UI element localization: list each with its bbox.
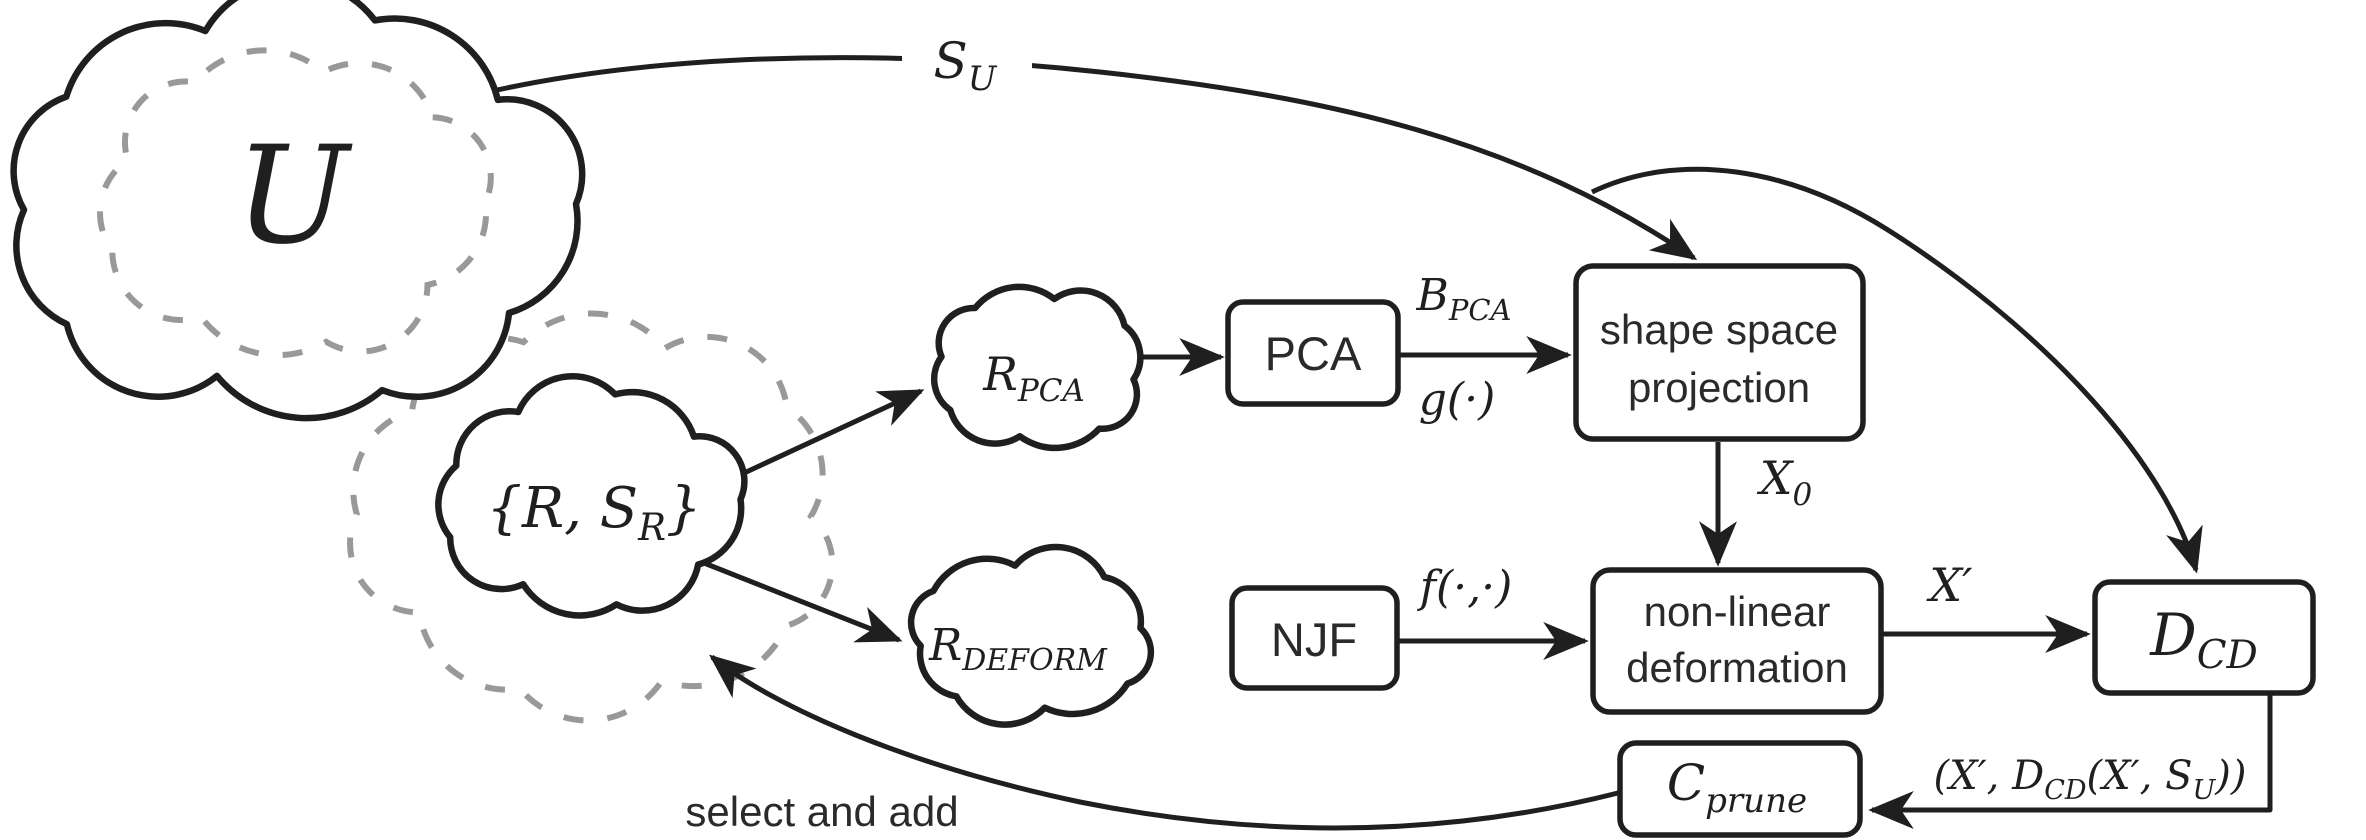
pca-box [1225,299,1401,407]
r-deform-cloud [907,543,1155,728]
universe-cloud [10,0,586,422]
arrow-retrieved-to-rdeform [703,560,903,643]
pca-label: PCA [1265,327,1362,380]
shape-space-projection-label-line1: shape space [1600,306,1838,353]
retrieved-set-cloud [435,373,748,619]
nonlinear-deformation-box [1590,567,1884,715]
su-label: SU [934,32,998,99]
arrow-cprune-to-retrieved [709,654,1619,831]
arrow-dcd-to-cprune [1868,694,2273,829]
g-label: g(·) [1419,374,1495,425]
njf-label: NJF [1271,613,1357,666]
xprime-label: X′ [1926,558,1973,612]
cprune-box [1617,740,1863,838]
select-and-add-label: select and add [685,788,958,835]
r-pca-cloud [930,283,1144,452]
universe-inner-dashed-cloud [97,47,494,359]
arrow-su-to-dcd [1590,166,2203,574]
bpca-label: BPCA [1416,270,1512,327]
x0-label: X0 [1757,451,1812,513]
dcd-label: DCD [2149,601,2258,678]
nonlinear-deformation-label-line1: non-linear [1644,588,1831,635]
tuple-label: (X′, DCD(X′, SU)) [1934,753,2247,806]
universe-label: U [235,117,353,274]
f-label: f(·,·) [1417,562,1513,613]
retrieved-set-label: {R, SR} [486,476,701,549]
njf-box [1229,585,1400,691]
dcd-box [2092,579,2316,696]
arrow-su-to-projection [454,55,1698,261]
shape-space-projection-box [1573,263,1866,442]
shape-space-projection-label-line2: projection [1628,364,1810,411]
arrow-retrieved-to-rpca [714,388,925,489]
r-deform-label: RDEFORM [928,620,1108,678]
nonlinear-deformation-label-line2: deformation [1626,644,1848,691]
cprune-label: Cprune [1667,754,1807,821]
su-label-backing [902,18,1032,100]
r-pca-label: RPCA [982,347,1085,409]
